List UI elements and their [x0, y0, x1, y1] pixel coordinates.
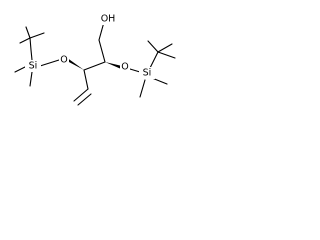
bond-tbu2-c-me3 [157, 51, 176, 59]
wedge-bond-c2-o-right [105, 62, 120, 69]
bond-c2-si-left [30, 49, 33, 61]
backbone-bonds [68, 21, 120, 106]
bond-si-right-me1 [139, 79, 146, 98]
bond-tbu2-c-me1 [147, 40, 159, 53]
bond-tbu-c2-c4 [29, 32, 45, 39]
bond-si-left-o [39, 59, 60, 67]
bond-tbu-c1-c2 [19, 37, 31, 44]
bond-vinyl-double-outer [73, 88, 89, 102]
left-tbs-bonds [14, 26, 60, 87]
silicon-right-label: Si [143, 68, 152, 79]
bond-si-left-me2 [29, 71, 33, 87]
bond-c2-c1 [98, 39, 106, 63]
bond-c3-c4 [83, 69, 89, 90]
oxygen-left-label: O [60, 55, 67, 66]
bond-c3-c2 [83, 61, 106, 71]
bond-tbu-c2-c5 [29, 37, 32, 51]
bond-tbu-c2-c3 [25, 26, 31, 39]
bond-si-right-c [149, 51, 159, 69]
oxygen-right-label: O [121, 62, 128, 73]
structure-diagram: OH O O Si Si [14, 13, 176, 106]
wedge-bond-c3-o-left [68, 58, 84, 70]
bond-vinyl-double-inner [77, 93, 92, 106]
bond-o-si-right [129, 68, 141, 73]
atom-labels: OH O O Si Si [25, 13, 155, 79]
hydroxyl-label: OH [101, 14, 116, 25]
silicon-left-label: Si [29, 61, 38, 72]
bond-tbu2-c-me2 [157, 43, 173, 53]
